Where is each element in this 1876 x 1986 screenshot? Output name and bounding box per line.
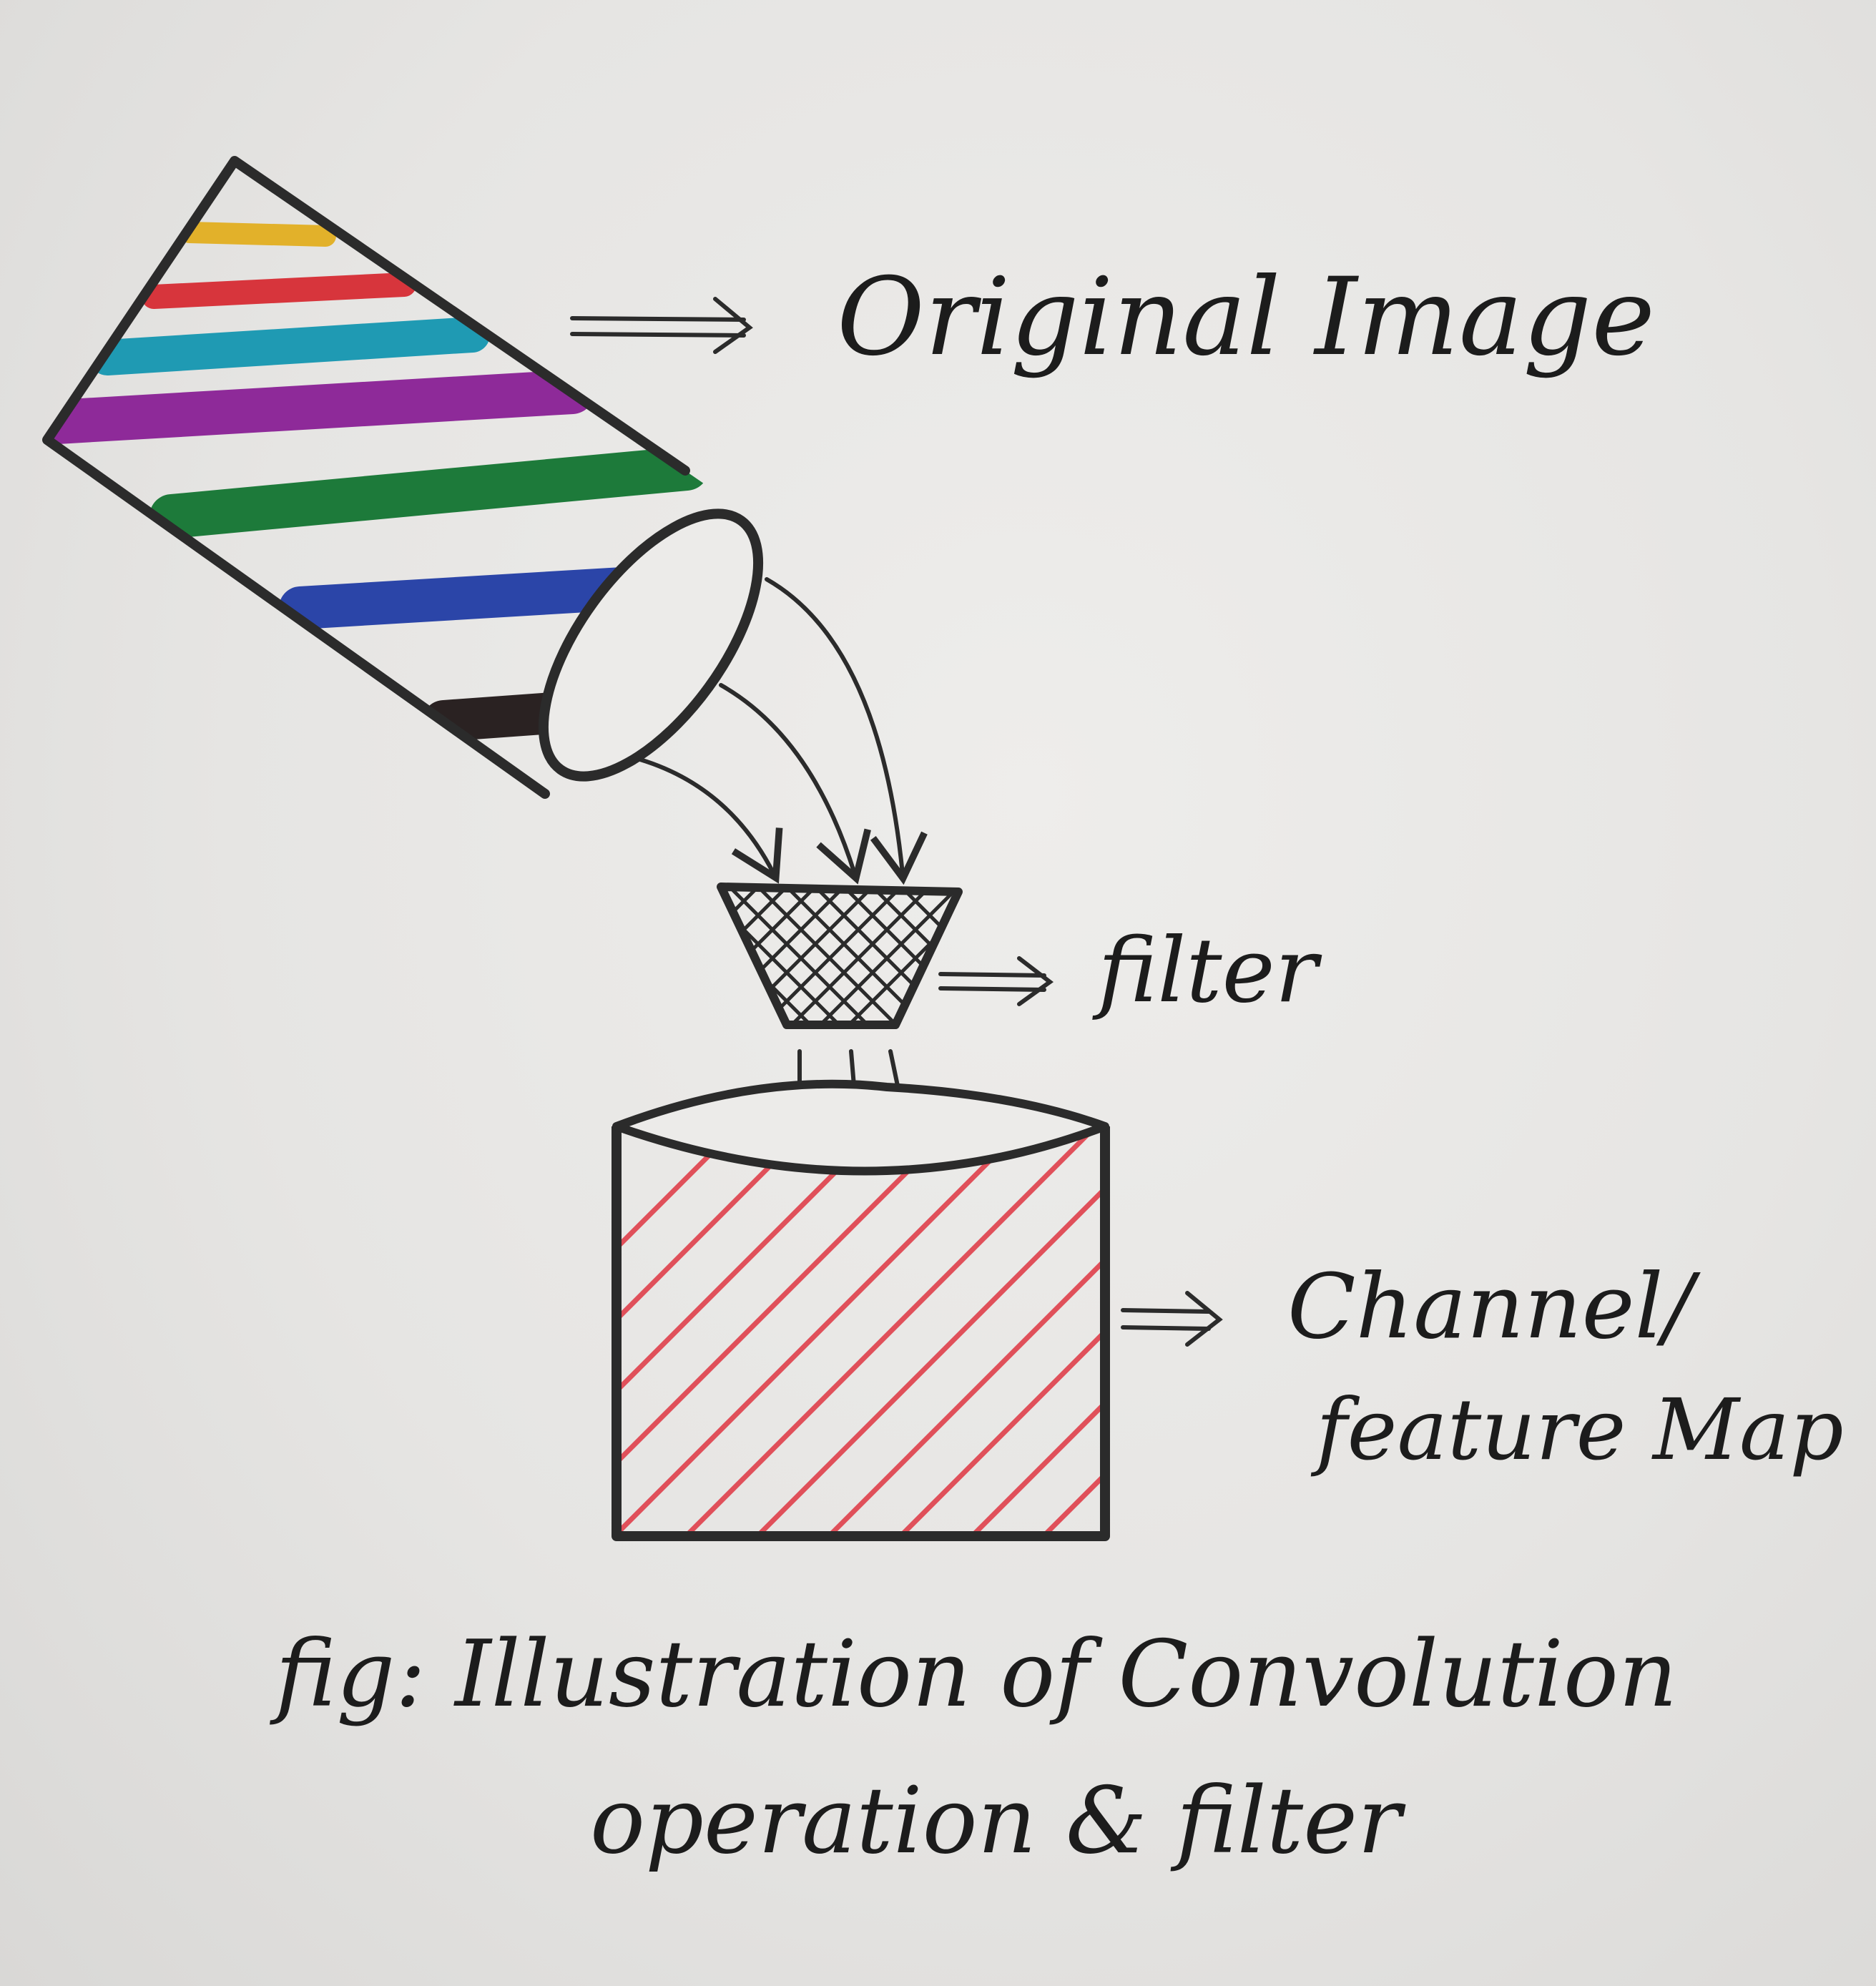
feature-map-label: feature Map [1310, 1380, 1844, 1479]
color-stripes [47, 222, 709, 742]
stripe-purple [47, 370, 594, 444]
caption-line-1: fig: Illustration of Convolution [270, 1621, 1677, 1728]
stripe-yellow [179, 222, 336, 247]
filter-outline [717, 883, 963, 1029]
cylinder-end-cap [538, 508, 764, 782]
cylinder-outline [42, 156, 690, 799]
flow-arrow [765, 577, 928, 885]
stripe-cyan [89, 317, 490, 375]
flow-arrow [638, 757, 783, 884]
filter-label: filter [1092, 919, 1322, 1023]
flow-arrows-to-filter [638, 577, 928, 885]
flow-arrow [719, 683, 871, 885]
filter-funnel [717, 883, 963, 1029]
feature-map-bin [612, 1079, 1110, 1541]
caption-line-2: operation & filter [590, 1768, 1406, 1874]
stripe-green [149, 446, 709, 539]
bin-outline [612, 1126, 1110, 1541]
original-image-label: Original Image [837, 255, 1655, 380]
original-image-cylinder [42, 156, 764, 799]
stripe-red [142, 272, 416, 309]
bin-rim [612, 1079, 1109, 1176]
filter-arrow [938, 956, 1054, 1006]
channel-label: Channel/ [1287, 1255, 1701, 1359]
filter-mesh [721, 887, 958, 1025]
original-image-arrow [570, 297, 753, 354]
feature-map-arrow [1121, 1291, 1223, 1347]
